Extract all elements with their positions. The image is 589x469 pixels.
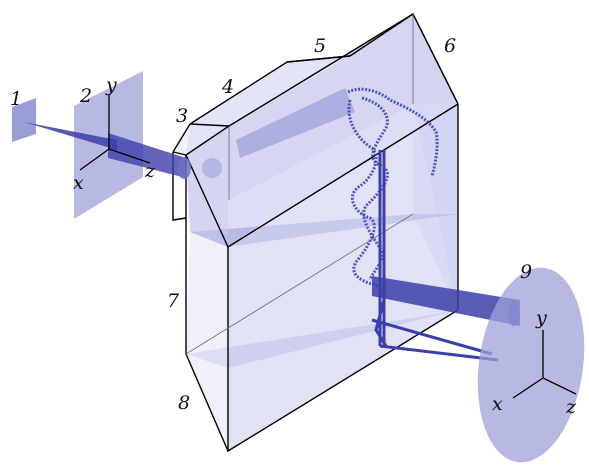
label-5: 5: [314, 35, 326, 57]
glass-front-face: [228, 104, 458, 451]
source-plane: [12, 98, 36, 142]
label-1: 1: [10, 88, 22, 110]
lower-beam-lines: [371, 299, 499, 362]
output-axis-z-label: z: [565, 396, 577, 418]
input-beam-tube: [108, 133, 186, 178]
label-2: 2: [79, 85, 92, 107]
input-axis-z-label: z: [144, 160, 156, 182]
output-screen: [477, 267, 585, 463]
input-axis-x-label: x: [73, 172, 84, 194]
output-beam: [372, 276, 520, 326]
glass-left-face: [186, 126, 229, 247]
label-3: 3: [176, 105, 188, 127]
upper-beam-segment: [236, 88, 355, 158]
glass-top-inner-face: [228, 14, 458, 247]
output-axis-x-label: x: [492, 393, 503, 415]
upper-beam-left-end: [202, 158, 222, 178]
input-beam-end: [177, 157, 191, 179]
label-4: 4: [221, 76, 234, 98]
label-9: 9: [520, 261, 532, 283]
input-beam: [24, 122, 117, 150]
label-6: 6: [444, 35, 456, 57]
output-axis-y-label: y: [535, 307, 547, 329]
label-8: 8: [178, 392, 190, 414]
input-axis-y-label: y: [105, 74, 117, 96]
label-7: 7: [167, 290, 180, 312]
block-hidden-edges: [185, 14, 414, 355]
output-axes: [512, 330, 577, 399]
block-edges: [172, 13, 459, 453]
input-axes: [79, 95, 151, 171]
